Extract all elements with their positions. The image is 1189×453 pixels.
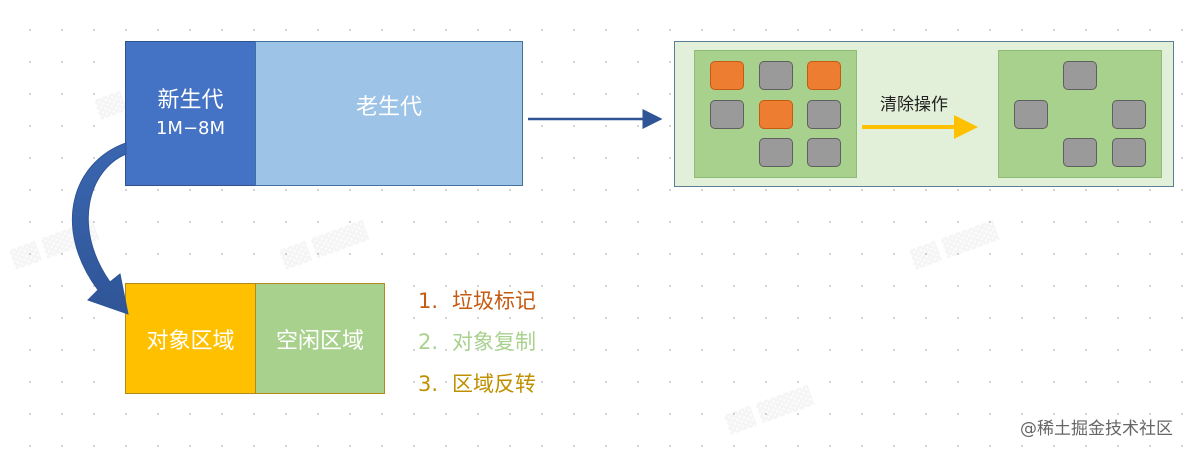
live-object-block	[1063, 60, 1097, 90]
step-item: 1. 垃圾标记	[418, 285, 536, 315]
step-label: 垃圾标记	[452, 289, 537, 313]
step-number: 1.	[418, 289, 439, 313]
memory-after-cleanup	[998, 50, 1162, 178]
young-generation-size: 1M−8M	[155, 117, 226, 139]
live-object-block	[758, 60, 793, 90]
live-object-block	[709, 99, 744, 129]
young-generation-label: 新生代	[157, 87, 224, 113]
old-generation-label: 老生代	[355, 95, 422, 120]
young-to-semispace-curve-arrow	[71, 142, 129, 315]
live-object-block	[1063, 138, 1097, 168]
to-space-box: 空闲区域	[255, 283, 385, 394]
garbage-object-block	[807, 60, 842, 90]
step-label: 区域反转	[452, 372, 537, 396]
live-object-block	[1112, 138, 1146, 168]
live-object-block	[807, 99, 842, 129]
step-item: 3. 区域反转	[418, 368, 536, 398]
live-object-block	[1112, 99, 1146, 129]
live-object-block	[758, 138, 793, 168]
old-generation-box: 老生代	[255, 41, 523, 186]
watermark-text: @稀土掘金技术社区	[1020, 419, 1173, 439]
live-object-block	[1014, 99, 1048, 129]
live-object-block	[807, 138, 842, 168]
from-space-box: 对象区域	[125, 283, 256, 394]
step-item: 2. 对象复制	[418, 326, 536, 356]
memory-before-cleanup	[694, 50, 857, 178]
cleanup-action-label: 清除操作	[880, 95, 948, 115]
from-space-label: 对象区域	[146, 328, 235, 354]
step-number: 3.	[418, 372, 439, 396]
to-space-label: 空闲区域	[275, 328, 364, 354]
step-number: 2.	[418, 330, 439, 354]
garbage-object-block	[758, 99, 793, 129]
young-generation-box: 新生代 1M−8M	[125, 41, 256, 186]
step-label: 对象复制	[452, 330, 537, 354]
garbage-object-block	[709, 60, 744, 90]
